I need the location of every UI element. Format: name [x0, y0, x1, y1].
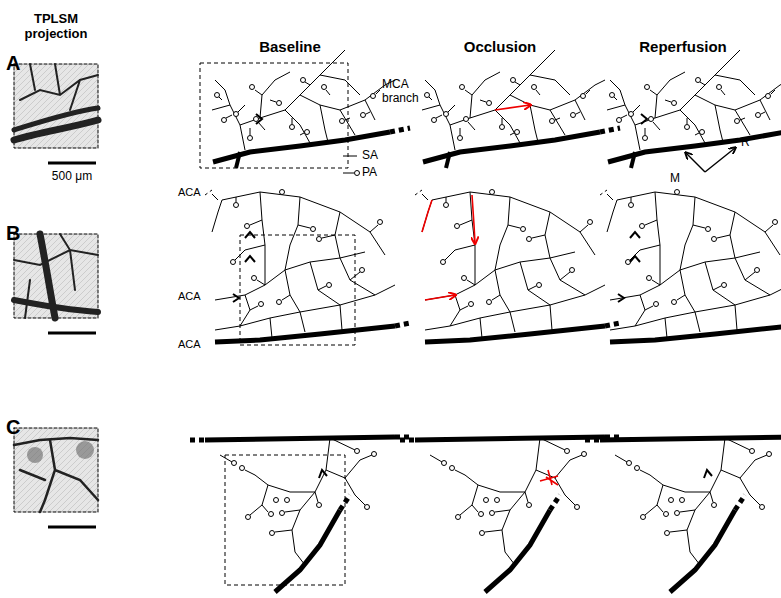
annotation-label: ACA	[178, 290, 201, 303]
column-heading: Baseline	[259, 38, 321, 55]
annotation-label: ACA	[178, 186, 201, 199]
annotation-label: MCA branch	[382, 78, 430, 106]
column-heading: Reperfusion	[639, 38, 727, 55]
panel-letter: A	[6, 52, 20, 75]
legend-text: PA	[362, 166, 377, 180]
panel-letter: C	[6, 416, 20, 439]
legend-text: SA	[362, 149, 378, 163]
annotation-label: ACA	[178, 338, 201, 351]
annotation-label: R	[741, 136, 750, 150]
column-heading: Occlusion	[464, 38, 537, 55]
column-heading: TPLSM projection	[16, 12, 96, 42]
panel-letter: B	[6, 222, 20, 245]
annotation-label: 500 μm	[52, 170, 92, 184]
legend-sample	[343, 156, 360, 176]
annotation-label: M	[670, 172, 680, 186]
